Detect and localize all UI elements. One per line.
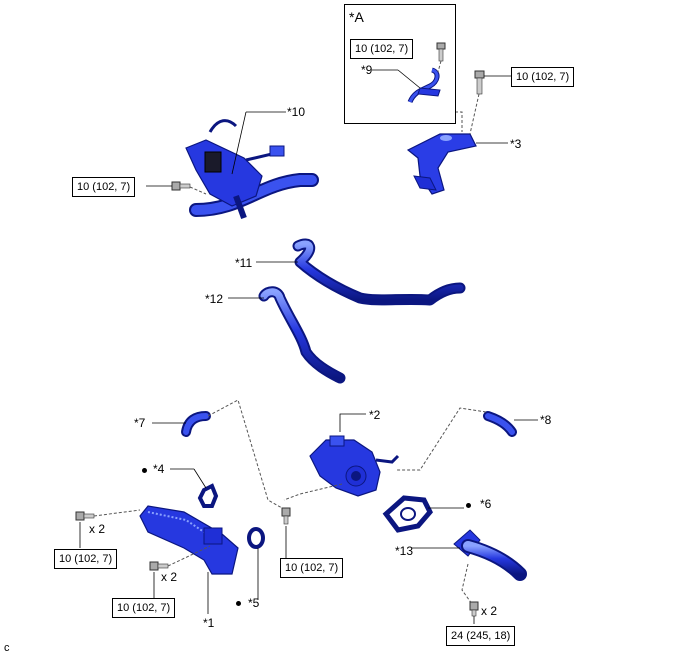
callout-1: *1	[203, 616, 215, 630]
callout-8: *8	[540, 413, 552, 427]
multiplier-left-upper: x 2	[89, 522, 106, 536]
torque-label-part-10: 10 (102, 7)	[72, 177, 136, 197]
inset-a-frame	[344, 4, 456, 124]
callout-6: *6	[480, 497, 492, 511]
part-1-egr-cooler	[139, 505, 239, 575]
torque-label-part-3: 10 (102, 7)	[511, 67, 575, 87]
bullet-4	[142, 468, 147, 473]
part-11-pipe	[292, 238, 466, 306]
part-3-bolt-icon	[474, 70, 485, 95]
bolt-left-upper-icon	[75, 511, 95, 521]
part-7-hose	[181, 411, 211, 437]
part-4-gasket	[197, 483, 219, 508]
part-10-valve-assembly	[185, 119, 319, 220]
callout-3: *3	[510, 137, 522, 151]
multiplier-right: x 2	[481, 604, 498, 618]
torque-label-bolt-left-upper: 10 (102, 7)	[54, 549, 118, 569]
bolt-center-icon	[281, 507, 291, 525]
callout-11: *11	[235, 256, 253, 270]
part-2-egr-valve	[309, 435, 400, 497]
callout-4: *4	[153, 462, 165, 476]
part-10-bolt-icon	[171, 181, 191, 191]
corner-mark: c	[4, 642, 10, 654]
leader-dashed	[437, 60, 442, 73]
callout-10: *10	[287, 105, 306, 119]
bolt-left-lower-icon	[149, 561, 169, 571]
torque-label-bolt-right: 24 (245, 18)	[446, 626, 516, 646]
part-5-gasket	[247, 527, 265, 549]
bullet-6	[466, 503, 471, 508]
callout-12: *12	[205, 292, 224, 306]
bullet-5	[236, 601, 241, 606]
callout-9: *9	[361, 63, 373, 77]
callout-13: *13	[395, 544, 414, 558]
part-3-bracket	[406, 133, 477, 195]
part-6-gasket	[382, 495, 433, 533]
bolt-right-icon	[469, 601, 479, 617]
callout-2: *2	[369, 408, 381, 422]
inset-a-title: *A	[349, 9, 364, 25]
callout-5: *5	[248, 596, 260, 610]
part-12-pipe	[258, 286, 346, 384]
torque-label-bolt-left-lower: 10 (102, 7)	[112, 598, 176, 618]
part-13-pipe	[453, 529, 527, 581]
torque-label-bolt-center: 10 (102, 7)	[280, 558, 344, 578]
part-9-clamp	[407, 67, 441, 104]
part-8-hose	[483, 411, 517, 437]
inset-torque-label: 10 (102, 7)	[350, 39, 414, 59]
multiplier-left-lower: x 2	[161, 570, 178, 584]
callout-7: *7	[134, 416, 146, 430]
